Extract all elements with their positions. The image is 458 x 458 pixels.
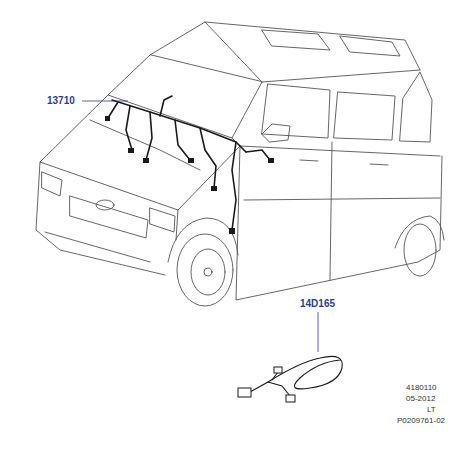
harness-connectors bbox=[105, 116, 274, 234]
drawing-number: 4180110 bbox=[406, 384, 437, 392]
wiring-harness bbox=[108, 96, 270, 230]
illustration-id: P0209761-02 bbox=[397, 417, 445, 425]
callout-number: 13710 bbox=[47, 96, 75, 106]
cable-assembly bbox=[250, 356, 342, 396]
drawing-date: 05-2012 bbox=[406, 395, 435, 403]
drawing-code: LT bbox=[427, 406, 436, 414]
leader-line bbox=[82, 101, 318, 352]
callout-number: 14D165 bbox=[300, 299, 335, 309]
car-body bbox=[36, 22, 444, 306]
cable-plugs bbox=[238, 367, 295, 402]
